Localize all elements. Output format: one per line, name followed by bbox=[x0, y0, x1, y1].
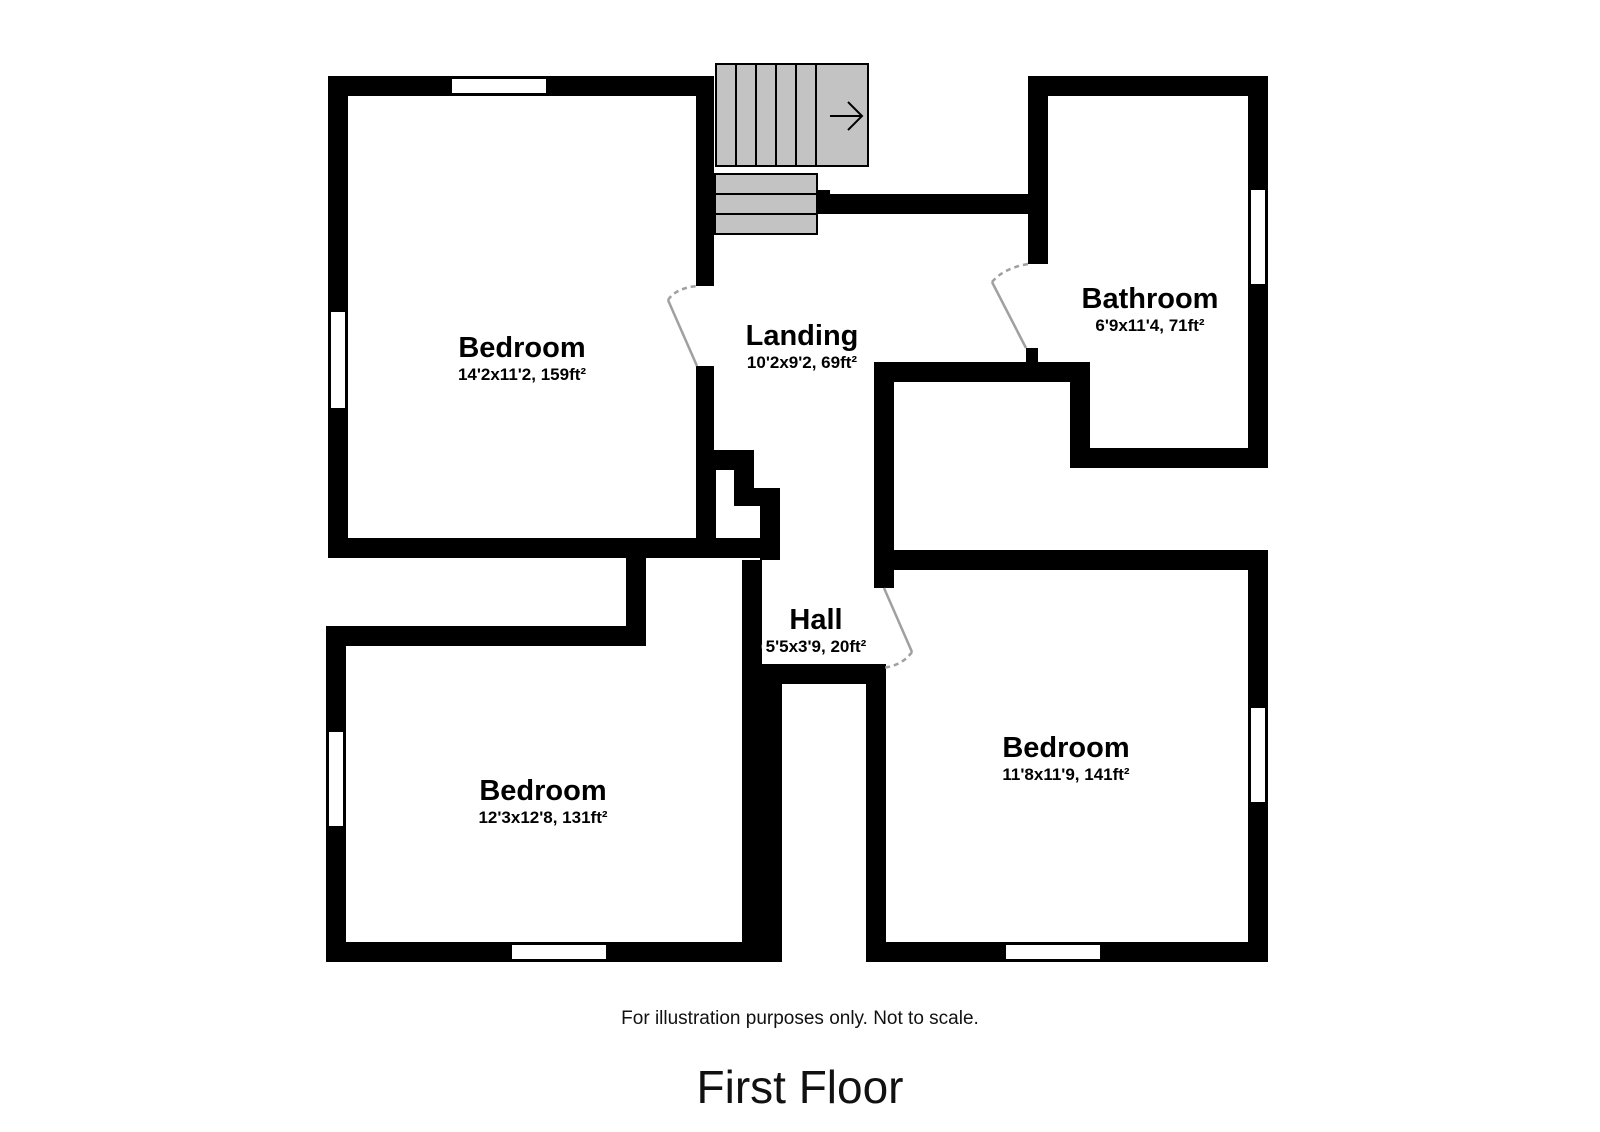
room-label-bedroom-2: Bedroom 12'3x12'8, 131ft² bbox=[478, 775, 607, 829]
room-dimensions: 11'8x11'9, 141ft² bbox=[1002, 765, 1130, 784]
room-label-bedroom-1: Bedroom 14'2x11'2, 159ft² bbox=[458, 332, 586, 386]
floor-title: First Floor bbox=[696, 1061, 904, 1113]
room-label-hall: Hall 5'5x3'9, 20ft² bbox=[761, 604, 871, 658]
window bbox=[452, 79, 546, 93]
closet-walls bbox=[696, 450, 780, 560]
room-name: Bathroom bbox=[1081, 283, 1219, 315]
room-label-bathroom: Bathroom 6'9x11'4, 71ft² bbox=[1082, 283, 1219, 337]
room-name: Bedroom bbox=[479, 775, 607, 807]
hall-walls bbox=[742, 664, 886, 962]
room-name: Hall bbox=[789, 604, 843, 636]
window bbox=[1251, 708, 1265, 802]
room-dimensions: 6'9x11'4, 71ft² bbox=[1095, 316, 1205, 335]
bedroom-2-walls bbox=[326, 556, 762, 962]
room-label-bedroom-3: Bedroom 11'8x11'9, 141ft² bbox=[1002, 732, 1129, 786]
bedroom-1-walls bbox=[328, 76, 768, 558]
window bbox=[512, 945, 606, 959]
door-bedroom-1 bbox=[666, 284, 699, 367]
window bbox=[1006, 945, 1100, 959]
bathroom-walls bbox=[1026, 76, 1268, 468]
window bbox=[329, 732, 343, 826]
window bbox=[1251, 190, 1265, 284]
room-label-landing: Landing 10'2x9'2, 69ft² bbox=[742, 320, 862, 374]
room-dimensions: 14'2x11'2, 159ft² bbox=[457, 365, 587, 384]
room-name: Bedroom bbox=[1002, 732, 1130, 764]
door-bedroom-3 bbox=[881, 587, 914, 670]
room-dimensions: 12'3x12'8, 131ft² bbox=[478, 808, 608, 827]
disclaimer-text: For illustration purposes only. Not to s… bbox=[621, 1008, 979, 1029]
room-dimensions: 5'5x3'9, 20ft² bbox=[761, 637, 871, 656]
stair-direction-arrow-icon bbox=[830, 101, 864, 131]
room-name: Bedroom bbox=[458, 332, 586, 364]
room-dimensions: 10'2x9'2, 69ft² bbox=[742, 353, 862, 372]
staircase bbox=[714, 63, 869, 235]
door-bathroom bbox=[990, 262, 1029, 349]
window bbox=[331, 312, 345, 408]
room-name: Landing bbox=[745, 320, 859, 352]
landing-walls bbox=[818, 190, 1030, 214]
